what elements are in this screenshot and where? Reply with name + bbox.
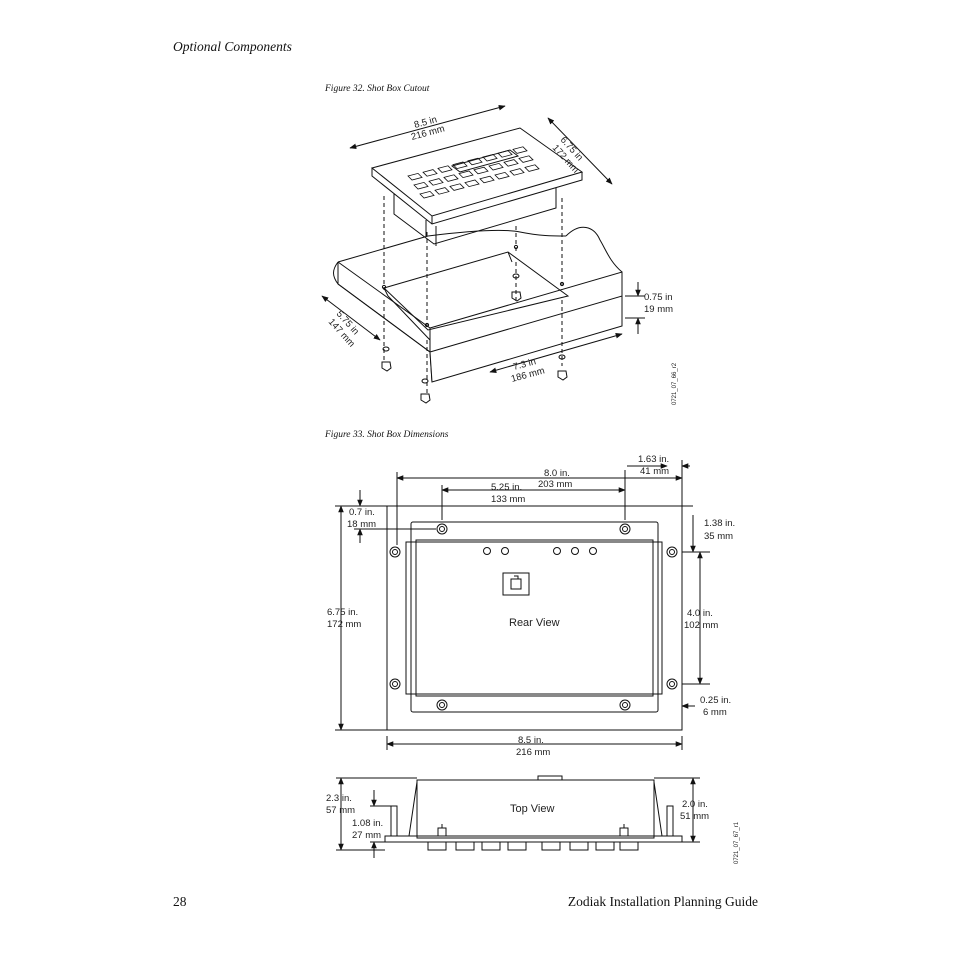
- dim-85-in: 8.5 in.: [518, 735, 544, 746]
- rear-dimension-lines: [335, 460, 710, 750]
- dim-40-mm: 102 mm: [684, 620, 718, 631]
- keypad-key: [512, 146, 528, 154]
- dim-025-mm: 6 mm: [703, 707, 727, 718]
- rear-view-label: Rear View: [509, 617, 560, 629]
- dim-23-mm: 57 mm: [326, 805, 355, 816]
- dim-40-in: 4.0 in.: [687, 608, 713, 619]
- keypad-key: [407, 172, 423, 181]
- dim-thickness-in: 0.75 in: [644, 292, 673, 303]
- keypad-key: [419, 190, 435, 199]
- keypad-key: [437, 165, 453, 173]
- keypad-key: [422, 169, 438, 177]
- keypad-key: [509, 168, 525, 176]
- mounting-plate: [386, 505, 683, 731]
- dim-138-mm: 35 mm: [704, 531, 733, 542]
- dim-525-in: 5.25 in.: [491, 482, 522, 493]
- drawing-id-32: 0721_07_66_r2: [672, 362, 678, 405]
- dim-163-mm: 41 mm: [640, 466, 669, 477]
- dim-025-in: 0.25 in.: [700, 695, 731, 706]
- dim-675-in: 6.75 in.: [327, 607, 358, 618]
- document-title: Zodiak Installation Planning Guide: [567, 894, 758, 909]
- dim-108-in: 1.08 in.: [352, 818, 383, 829]
- dim-8-in: 8.0 in.: [544, 468, 570, 479]
- dim-8-mm: 203 mm: [538, 479, 572, 490]
- figure-33-caption: Figure 33. Shot Box Dimensions: [325, 430, 449, 440]
- page-number: 28: [173, 894, 187, 909]
- figure-32-caption: Figure 32. Shot Box Cutout: [325, 84, 430, 94]
- alignment-lines: [383, 196, 563, 396]
- mounting-studs: [390, 805, 674, 837]
- keypad-key: [497, 150, 513, 158]
- dim-07-in: 0.7 in.: [349, 507, 375, 518]
- dim-675-mm: 172 mm: [327, 619, 361, 630]
- top-view-label: Top View: [510, 803, 554, 815]
- keypad-key: [443, 174, 459, 182]
- keypad-key: [464, 179, 480, 188]
- top-view-labels: 2.3 in. 57 mm 1.08 in. 27 mm 2.0 in. 51 …: [326, 793, 740, 864]
- top-dimension-lines: [336, 777, 700, 858]
- keypad-key: [434, 187, 450, 195]
- keypad-key: [413, 181, 429, 190]
- rear-connectors: [483, 547, 597, 555]
- keypad: [407, 146, 540, 199]
- mounting-screws: [389, 523, 678, 711]
- dim-163-in: 1.63 in.: [638, 454, 669, 465]
- dim-138-in: 1.38 in.: [704, 518, 735, 529]
- rear-view-labels: 1.63 in. 41 mm 8.0 in. 203 mm 5.25 in. 1…: [327, 454, 735, 758]
- dim-20-mm: 51 mm: [680, 811, 709, 822]
- dim-85-mm: 216 mm: [516, 747, 550, 758]
- dim-108-mm: 27 mm: [352, 830, 381, 841]
- keypad-key: [473, 166, 489, 175]
- figure-32-drawing: [321, 104, 645, 404]
- keypad-key: [458, 170, 474, 179]
- fig32-dimension-lines: [321, 104, 645, 373]
- rear-view-drawing: [335, 460, 710, 750]
- keypad-key: [428, 178, 444, 186]
- keypad-key: [524, 164, 540, 172]
- dim-07-mm: 18 mm: [347, 519, 376, 530]
- dim-525-mm: 133 mm: [491, 494, 525, 505]
- keypad-key: [479, 175, 495, 184]
- section-title: Optional Components: [173, 39, 292, 54]
- top-view-drawing: [336, 775, 700, 858]
- keypad-key: [482, 153, 498, 162]
- dim-thickness-mm: 19 mm: [644, 304, 673, 315]
- keypad-key: [503, 159, 519, 167]
- keypad-key: [488, 162, 504, 171]
- shot-box-unit: [370, 127, 584, 246]
- keypad-key: [467, 157, 483, 166]
- table-slab: [333, 226, 623, 383]
- keypad-key: [449, 183, 465, 191]
- keypad-key: [452, 161, 468, 170]
- keypad-key: [494, 171, 510, 180]
- dim-23-in: 2.3 in.: [326, 793, 352, 804]
- drawing-id-33: 0721_07_67_r1: [734, 821, 740, 864]
- rj45-jack: [502, 572, 530, 596]
- dim-20-in: 2.0 in.: [682, 799, 708, 810]
- keypad-key: [518, 155, 534, 163]
- bottom-connectors: [427, 841, 639, 851]
